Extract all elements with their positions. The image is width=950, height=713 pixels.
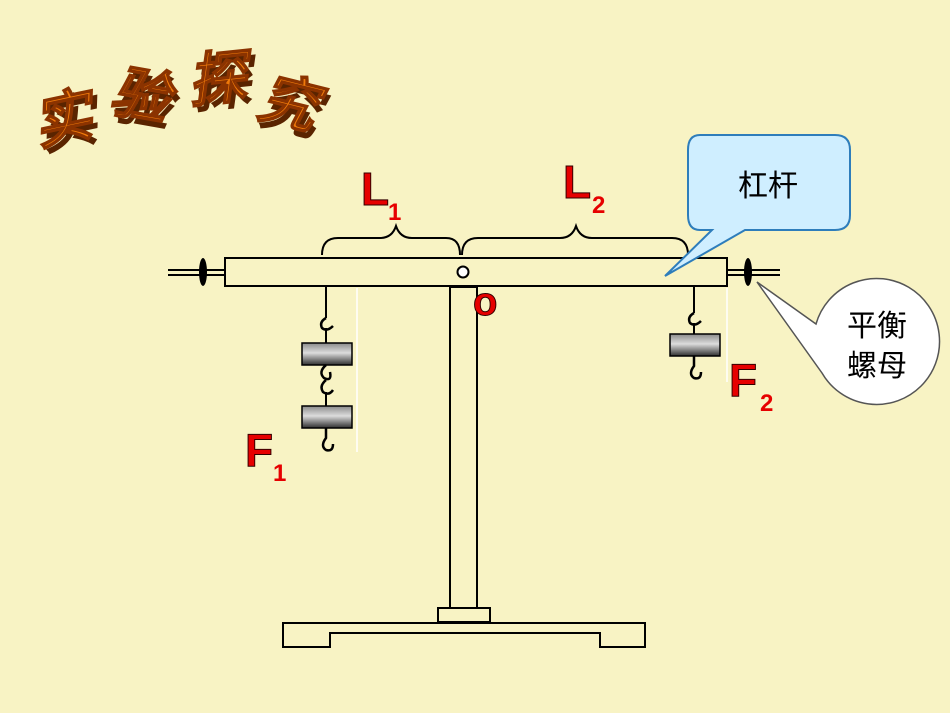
left-bottom-hook <box>321 428 335 452</box>
label-L1-main: L <box>361 163 389 215</box>
label-L2: L 2 <box>563 156 606 220</box>
label-L1: L 1 <box>361 163 402 227</box>
slide-title: 实 实 验 验 探 探 究 究 <box>26 41 335 164</box>
balance-nut-callout-bubble <box>756 277 941 406</box>
left-weight-2 <box>301 405 353 429</box>
right-balance-nut <box>727 258 780 286</box>
right-weight <box>669 333 721 357</box>
label-F1: F 1 <box>245 424 287 488</box>
left-weights <box>301 286 358 452</box>
left-nut <box>199 258 207 286</box>
lever-callout: 杠杆 <box>664 134 851 277</box>
label-L1-sub: 1 <box>388 199 401 226</box>
lever-callout-bubble <box>664 134 851 277</box>
braces <box>321 222 689 256</box>
label-F2-main: F <box>729 354 757 406</box>
stand-foot-block <box>437 607 491 623</box>
brace-L1 <box>321 222 461 256</box>
left-weight-1 <box>301 342 353 366</box>
balance-nut-callout: 平衡 螺母 <box>756 277 941 406</box>
lever-callout-text: 杠杆 <box>738 169 798 204</box>
right-weights <box>669 286 728 382</box>
left-hook-1 <box>319 316 334 331</box>
balance-nut-callout-line2: 螺母 <box>847 349 907 384</box>
pivot-label: o <box>473 280 497 324</box>
stand-base <box>282 622 646 648</box>
right-hook <box>687 311 702 326</box>
label-L2-sub: 2 <box>592 192 605 219</box>
brace-L2 <box>461 222 689 256</box>
left-balance-nut <box>168 258 225 286</box>
label-F1-sub: 1 <box>273 460 286 487</box>
label-L2-main: L <box>563 156 591 208</box>
pivot-pin <box>456 265 470 279</box>
lever-beam-group <box>224 257 728 287</box>
stand-column <box>449 286 478 609</box>
label-F2: F 2 <box>729 354 774 418</box>
stand <box>282 286 646 648</box>
right-bottom-hook <box>689 356 703 380</box>
lever-beam <box>224 257 728 287</box>
right-nut <box>744 258 752 286</box>
left-link-hook <box>320 364 332 381</box>
label-F2-sub: 2 <box>760 390 773 417</box>
label-F1-main: F <box>245 424 273 476</box>
balance-nut-callout-line1: 平衡 <box>847 309 907 344</box>
